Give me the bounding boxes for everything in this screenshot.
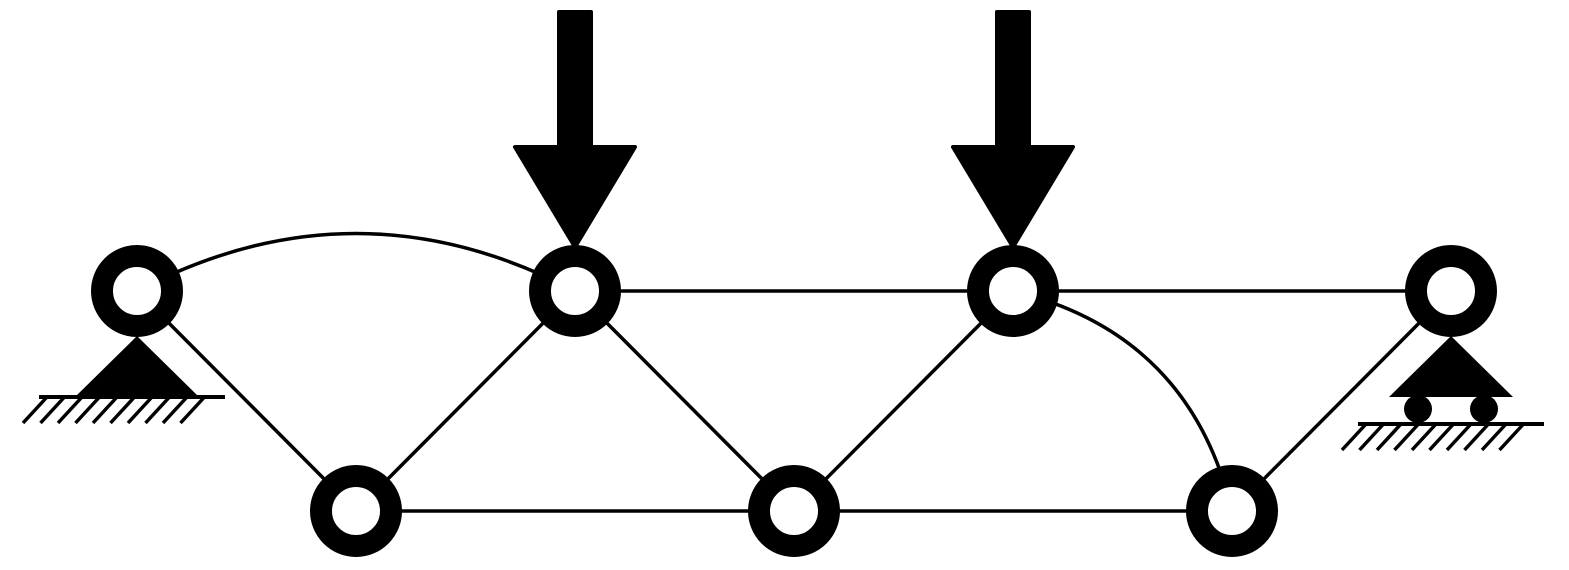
load-arrow-2-head [951,145,1075,249]
pin-support-hatch-mark [109,395,136,425]
roller-support-hatch-mark [1445,422,1473,452]
member-diag-b1-t2 [354,289,577,513]
roller-support-hatch-mark [1480,422,1508,452]
load-arrow-1 [513,10,637,249]
roller-wheel-right [1470,395,1498,423]
pin-support-hatch-mark [179,395,206,425]
roller-wheel-left [1404,395,1432,423]
member-diag-b3-tr [1230,289,1453,513]
member-top-left-arc [136,231,576,293]
supports-layer [21,336,1544,452]
pin-support-hatch-mark [56,395,84,425]
bottom-node-2 [748,465,840,557]
load-arrow-2 [951,10,1075,249]
member-diag-b2-t3 [792,289,1015,513]
roller-support-triangle [1389,336,1513,397]
members-layer [135,231,1453,513]
top-node-2 [529,245,621,337]
roller-support-hatch-mark [1410,422,1438,452]
pin-support [21,336,225,425]
roller-support-hatch-mark [1358,422,1385,452]
pin-support-hatch-mark [91,395,119,425]
roller-support-hatch-mark [1463,422,1490,452]
roller-support-hatch-mark [1498,422,1525,452]
member-diag-t2-b2 [573,289,796,513]
bottom-node-3 [1186,465,1278,557]
pin-support-hatch-mark [144,395,171,425]
nodes-layer [91,245,1497,557]
top-left-node [91,245,183,337]
roller-support-hatch-mark [1375,422,1403,452]
bottom-node-1 [310,465,402,557]
pin-support-triangle [75,336,199,397]
pin-support-hatch-mark [161,395,189,425]
roller-support-hatch-mark [1340,422,1368,452]
top-node-3 [967,245,1059,337]
load-arrow-1-head [513,145,637,249]
pin-support-hatch-mark [21,395,49,425]
member-diag-tl-b1 [135,289,358,513]
pin-support-hatch-mark [74,395,101,425]
loads-layer [513,10,1075,249]
member-arc-t3-b3 [1012,289,1234,512]
roller-support-hatch-mark [1428,422,1455,452]
roller-support-hatch-mark [1393,422,1420,452]
load-arrow-1-shaft [557,10,593,150]
pin-support-hatch-mark [39,395,66,425]
load-arrow-2-shaft [995,10,1031,150]
pin-support-hatch-mark [126,395,154,425]
top-right-node [1405,245,1497,337]
roller-support [1340,336,1544,452]
